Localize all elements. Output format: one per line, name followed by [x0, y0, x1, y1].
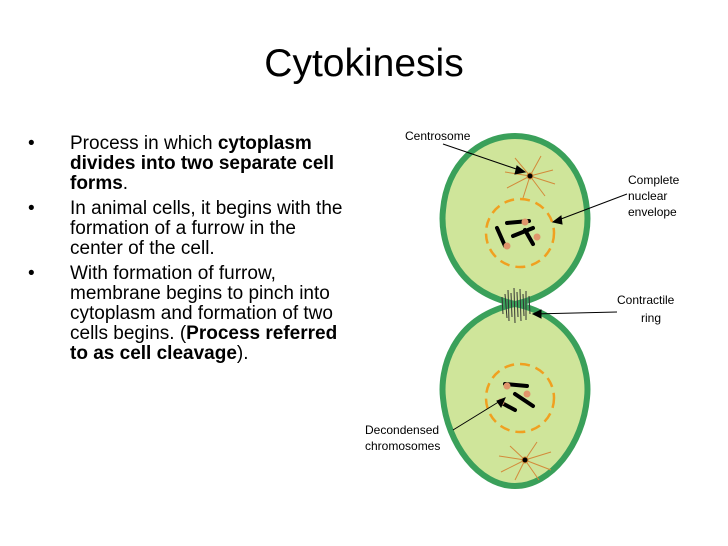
- top-centromeres: [503, 218, 541, 250]
- bullet-dot: •: [28, 198, 35, 219]
- bullet-text: In animal cells, it begins with the form…: [70, 198, 343, 259]
- nuclear-envelope-label: Complete nuclear envelope: [628, 173, 683, 219]
- slide-title: Cytokinesis: [264, 42, 464, 85]
- chromosomes-label: Decondensed chromosomes: [365, 423, 442, 453]
- bullet-item: • Process in which cytoplasm divides into…: [28, 134, 353, 194]
- centrosome-label: Centrosome: [405, 129, 471, 143]
- bullet-emphasis: cytoplasm divides into two separate cell…: [70, 133, 334, 194]
- bottom-centrosome: [498, 441, 552, 481]
- bullet-item: • With formation of furrow, membrane begi…: [28, 264, 353, 364]
- bullet-dot: •: [28, 133, 35, 154]
- label-pointers: [442, 143, 628, 431]
- bullet-text: .: [122, 173, 129, 194]
- top-centrosome: [504, 155, 556, 199]
- bullet-emphasis: Process referred to as cell cleavage: [70, 323, 338, 364]
- bottom-nuclear-envelope: [484, 362, 556, 434]
- bullet-text: Process in which: [70, 133, 218, 154]
- bullet-item: • In animal cells, it begins with the for…: [28, 199, 353, 259]
- bullet-text: With formation of furrow, membrane begin…: [70, 263, 333, 344]
- contractile-ring-label: Contractile ring: [617, 293, 678, 325]
- bullet-list: • Process in which cytoplasm divides into…: [28, 134, 353, 369]
- contractile-ring: [501, 287, 531, 324]
- bullet-text: ).: [236, 343, 249, 364]
- cell-division-illustration: Centrosome Complete nuclear envelope Con…: [365, 129, 683, 490]
- bullet-dot: •: [28, 263, 35, 284]
- top-nuclear-envelope: [484, 197, 556, 269]
- cytokinesis-diagram: Centrosome Complete nuclear envelope Con…: [355, 118, 728, 498]
